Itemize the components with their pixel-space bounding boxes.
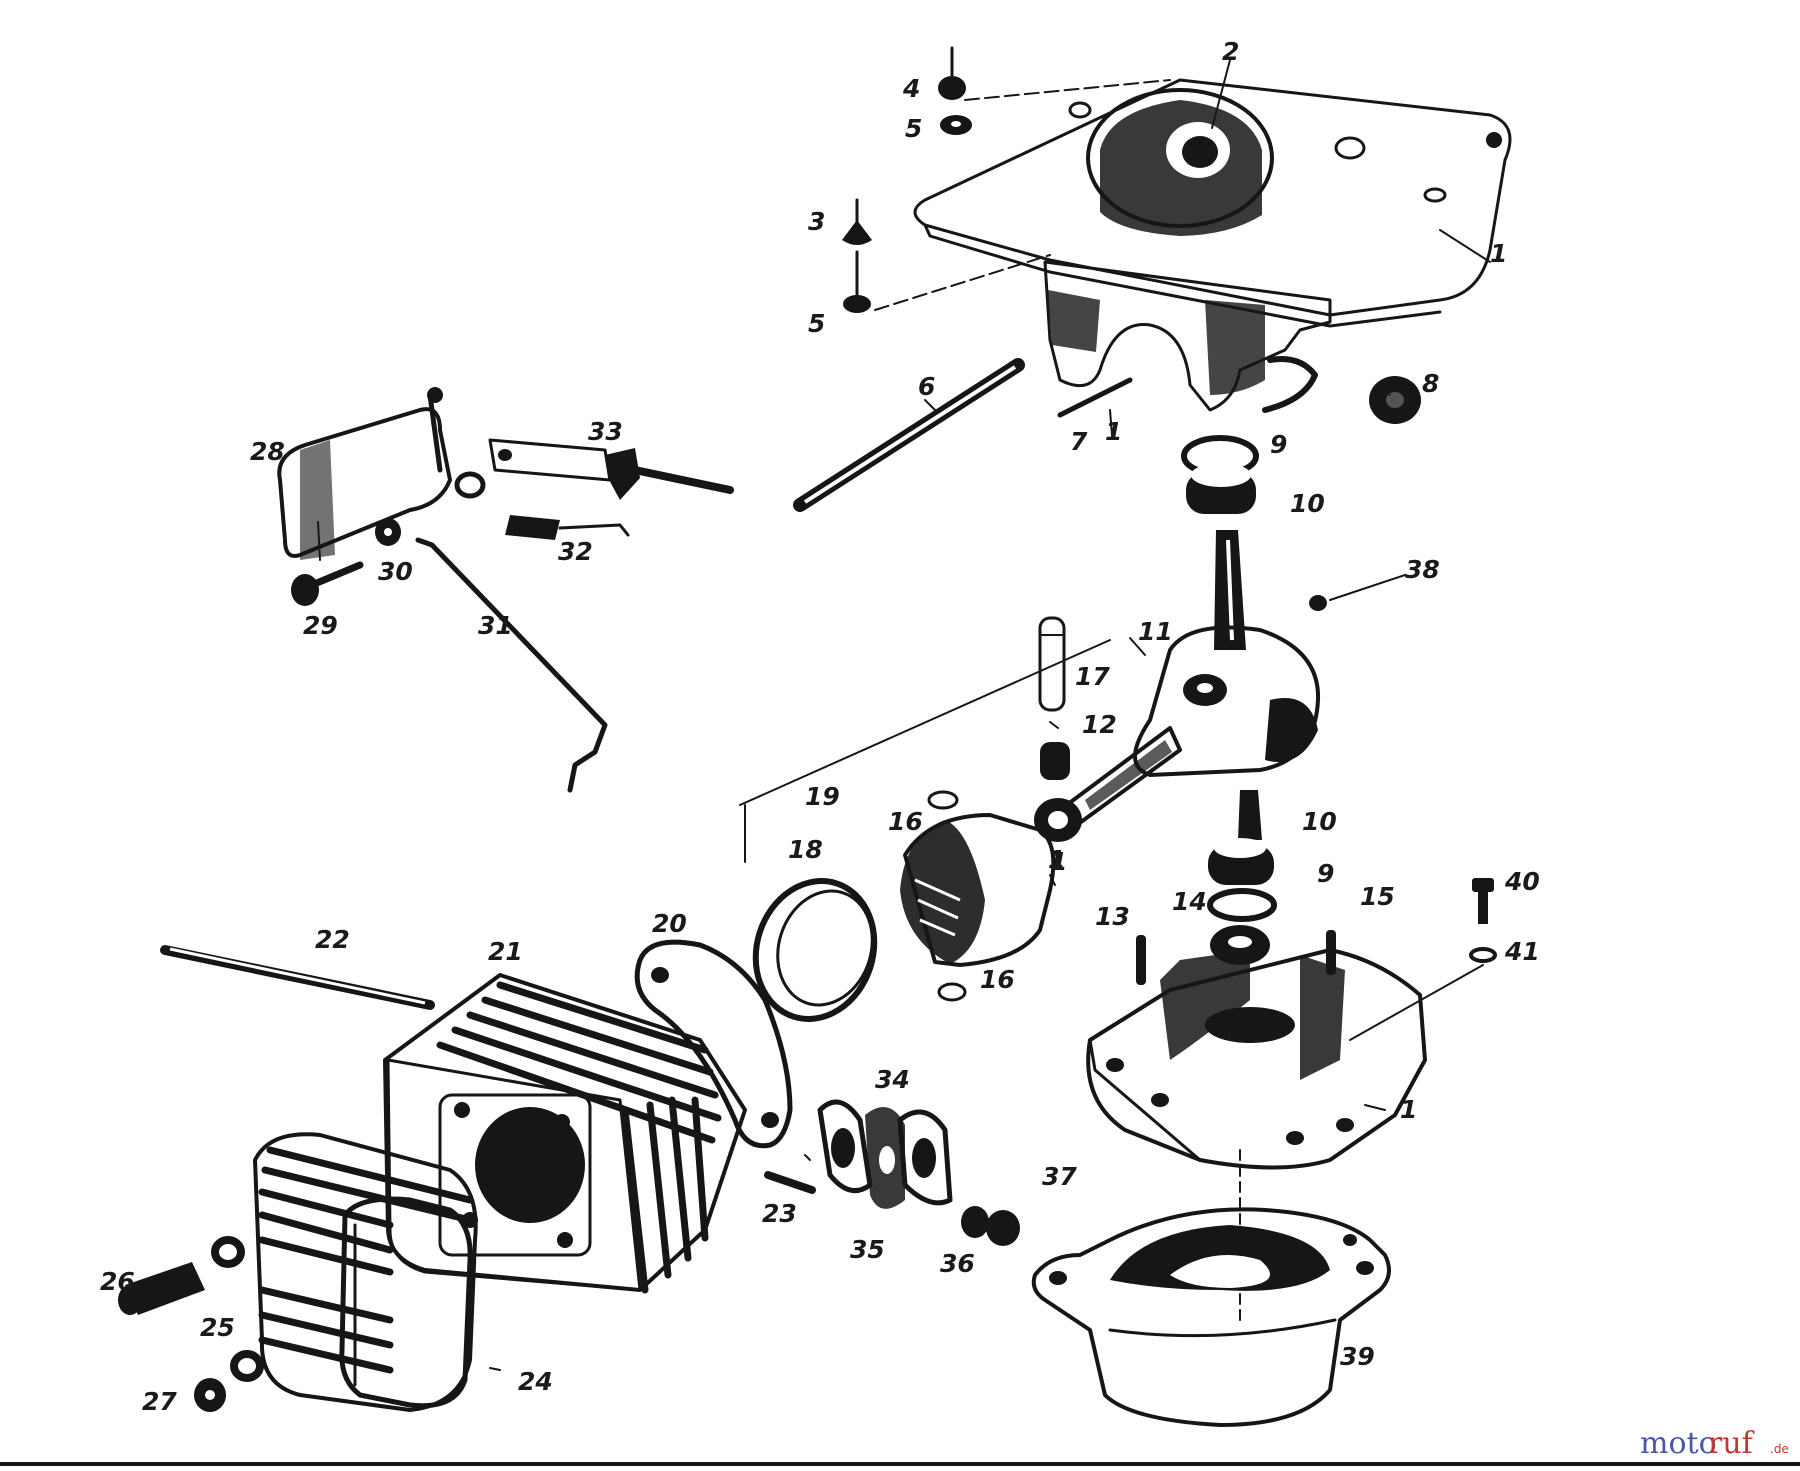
- part-label-6: 6: [918, 372, 935, 401]
- piston-icon: [900, 813, 1056, 967]
- flange-icon: [865, 1107, 905, 1209]
- washer-icon: [375, 518, 401, 546]
- part-label-37: 37: [1042, 1162, 1077, 1191]
- part-label-28: 28: [250, 437, 285, 466]
- part-label-14: 14: [1172, 887, 1207, 916]
- key-icon: [1309, 595, 1327, 611]
- part-label-32: 32: [558, 537, 593, 566]
- part-label-34: 34: [875, 1065, 910, 1094]
- part-label-1: 1: [1050, 847, 1067, 876]
- part-label-5: 5: [808, 309, 825, 338]
- watermark-text: moto: [1640, 1426, 1717, 1461]
- part-label-29: 29: [303, 611, 338, 640]
- ball-bearing-icon: [1208, 838, 1274, 885]
- part-label-1: 1: [1048, 845, 1065, 874]
- part-label-23: 23: [762, 1199, 797, 1228]
- part-label-5: 5: [905, 114, 922, 143]
- part-label-1: 1: [1105, 417, 1122, 446]
- watermark: moto ruf .de: [1640, 1426, 1789, 1461]
- part-label-26: 26: [100, 1267, 135, 1296]
- nut-icon: [986, 1210, 1020, 1246]
- cylinder-gasket-icon: [634, 939, 793, 1149]
- watermark-text: .de: [1770, 1442, 1789, 1456]
- nut-icon: [194, 1378, 226, 1412]
- spring-icon: [505, 515, 630, 540]
- seal-washer-icon: [1469, 947, 1497, 963]
- cylinder-icon: [383, 973, 747, 1294]
- part-label-1: 1: [1400, 1095, 1417, 1124]
- part-label-30: 30: [378, 557, 413, 586]
- part-label-38: 38: [1405, 555, 1440, 584]
- dowel-pin-icon: [1326, 930, 1336, 975]
- lever-icon: [488, 438, 734, 500]
- bracket-icon: [277, 387, 486, 560]
- bolt-icon: [291, 561, 364, 606]
- part-label-13: 13: [1095, 902, 1130, 931]
- ring-icon: [211, 1236, 245, 1268]
- watermark-text: ruf: [1708, 1426, 1755, 1461]
- circlip-icon: [937, 982, 967, 1002]
- part-label-11: 11: [1138, 617, 1173, 646]
- bottom-cover-icon: [1031, 1207, 1391, 1427]
- part-label-25: 25: [200, 1313, 235, 1342]
- part-label-19: 19: [805, 782, 840, 811]
- seal-ring-icon: [1207, 888, 1277, 922]
- part-label-16: 16: [980, 965, 1015, 994]
- part-label-16: 16: [888, 807, 923, 836]
- part-label-41: 41: [1504, 937, 1540, 966]
- spacer-sleeve-icon: [118, 1262, 205, 1315]
- piston-ring-icon: [752, 878, 878, 1022]
- part-label-31: 31: [478, 611, 513, 640]
- part-label-27: 27: [142, 1387, 177, 1416]
- part-label-40: 40: [1504, 867, 1540, 896]
- part-label-1: 1: [1490, 239, 1507, 268]
- linkage-rod-icon: [415, 537, 608, 793]
- part-label-9: 9: [1270, 430, 1287, 459]
- part-label-9: 9: [1317, 859, 1334, 888]
- part-label-35: 35: [850, 1235, 885, 1264]
- part-label-8: 8: [1422, 369, 1439, 398]
- part-label-24: 24: [518, 1367, 553, 1396]
- washer-icon: [961, 1206, 989, 1238]
- ball-bearing-icon: [1186, 463, 1256, 514]
- part-label-33: 33: [588, 417, 623, 446]
- part-label-10: 10: [1290, 489, 1325, 518]
- plug-screw-icon: [1472, 878, 1494, 924]
- circlip-icon: [927, 790, 959, 810]
- part-label-12: 12: [1082, 710, 1117, 739]
- screw-icon: [842, 198, 872, 245]
- connecting-rod-icon: [1034, 726, 1182, 842]
- part-label-20: 20: [652, 909, 687, 938]
- bottom-rule: [0, 1462, 1800, 1466]
- stud-bolt-icon: [160, 945, 435, 1010]
- seal-icon: [1369, 376, 1421, 424]
- part-label-21: 21: [488, 937, 523, 966]
- part-label-39: 39: [1340, 1342, 1375, 1371]
- part-label-7: 7: [1070, 427, 1088, 456]
- part-label-4: 4: [902, 74, 920, 103]
- engine-base-plate-icon: [913, 78, 1512, 413]
- piston-pin-icon: [1038, 616, 1066, 712]
- pin-icon: [1057, 377, 1133, 418]
- nut-icon: [938, 46, 966, 100]
- muffler-icon: [253, 1132, 478, 1412]
- part-label-17: 17: [1075, 662, 1110, 691]
- part-label-10: 10: [1302, 807, 1337, 836]
- needle-bearing-icon: [1040, 742, 1070, 780]
- crankcase-lower-icon: [1086, 948, 1427, 1170]
- part-label-15: 15: [1360, 882, 1395, 911]
- part-label-36: 36: [940, 1249, 975, 1278]
- stud-icon: [764, 1171, 816, 1194]
- washer-icon: [940, 115, 972, 135]
- dowel-pin-icon: [1136, 935, 1146, 985]
- part-label-18: 18: [788, 835, 823, 864]
- part-label-2: 2: [1222, 37, 1239, 66]
- part-label-3: 3: [808, 207, 825, 236]
- ring-icon: [230, 1350, 264, 1382]
- part-label-22: 22: [315, 925, 350, 954]
- crankshaft-icon: [1133, 530, 1321, 840]
- shaft-icon: [793, 358, 1025, 512]
- washer-icon: [843, 250, 871, 313]
